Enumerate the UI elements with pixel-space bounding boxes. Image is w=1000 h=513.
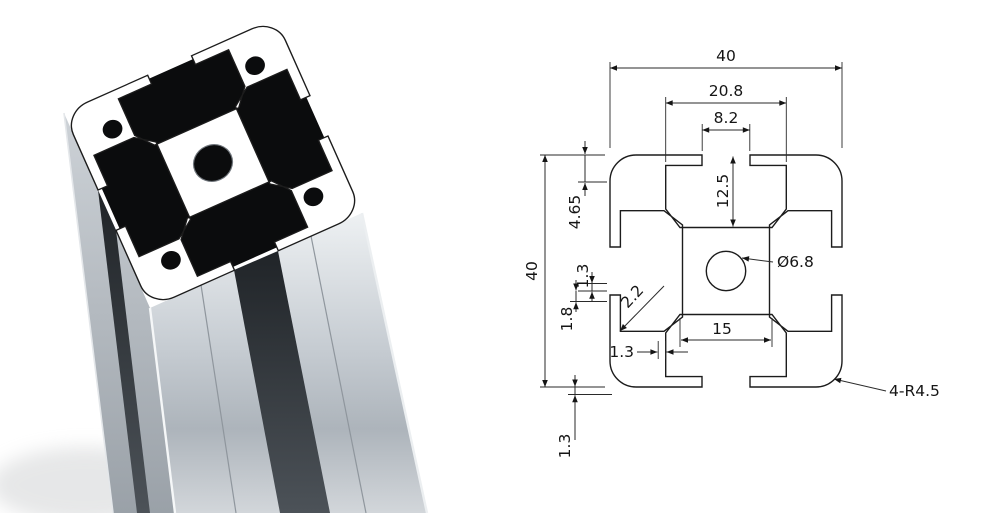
center-bore-hole: [192, 144, 234, 182]
bar-ridge-line: [200, 284, 237, 513]
dim-label-face-to-lip: 4.65: [566, 195, 584, 230]
dim-center-bore: Ø6.8: [741, 253, 814, 271]
dim-overall-width: 40: [610, 47, 842, 71]
dim-label-overall-width: 40: [716, 47, 736, 65]
extension-lines: [540, 62, 843, 395]
dim-label-cavity-width: 20.8: [709, 82, 744, 100]
dim-overall-height: 40: [523, 155, 548, 387]
leader-line: [833, 377, 887, 392]
dim-bottom-lip: 1.3: [556, 375, 578, 459]
center-bore-outline: [705, 250, 747, 292]
dim-label-lip-thickness: 1.3: [609, 343, 634, 361]
dim-wall-upper: 1.3: [574, 264, 595, 302]
dim-label-center-bore: Ø6.8: [777, 253, 814, 271]
dim-web-thickness: 2.2: [617, 281, 665, 332]
dim-slot-depth: 12.5: [714, 156, 736, 227]
dim-lip-thickness: 1.3: [609, 343, 688, 361]
bar-edge-highlight: [63, 112, 114, 513]
profile-section: [609, 154, 843, 388]
dim-label-bottom-lip: 1.3: [556, 434, 574, 459]
corner-screw-channel: [102, 119, 123, 139]
leader-line: [619, 285, 665, 332]
dim-label-slot-depth: 12.5: [714, 174, 732, 209]
bar-edge-highlight: [148, 307, 177, 513]
dim-label-overall-height: 40: [523, 261, 541, 281]
cross-section-drawing: 40 20.8 8.2 40 4.65 12.5: [523, 47, 940, 458]
bar-edge-highlight: [360, 212, 429, 513]
dim-corner-radius: 4-R4.5: [833, 377, 940, 400]
dim-face-to-lip: 4.65: [566, 141, 588, 230]
dim-wall-lower: 1.8: [558, 280, 579, 332]
dim-label-wall-lower: 1.8: [558, 307, 576, 332]
dim-slot-opening: 8.2: [702, 109, 750, 133]
dim-label-wall-upper: 1.3: [574, 264, 592, 289]
corner-screw-channel: [161, 250, 181, 270]
dim-label-corner-radius: 4-R4.5: [889, 382, 940, 400]
bar-left-slot-groove: [98, 190, 150, 513]
bar-front-slot-groove: [234, 251, 330, 513]
bar-end-face: [70, 25, 356, 301]
bar-ridge-line: [310, 235, 367, 513]
dim-cavity-width: 20.8: [665, 82, 787, 106]
leader-line: [741, 256, 774, 263]
corner-screw-channel: [245, 56, 265, 76]
dim-label-core-width: 15: [712, 320, 732, 338]
corner-screw-channel: [303, 187, 324, 207]
profile-photo-3d: [0, 25, 429, 513]
dim-label-slot-opening: 8.2: [714, 109, 739, 127]
dim-core-width: 15: [681, 320, 771, 343]
